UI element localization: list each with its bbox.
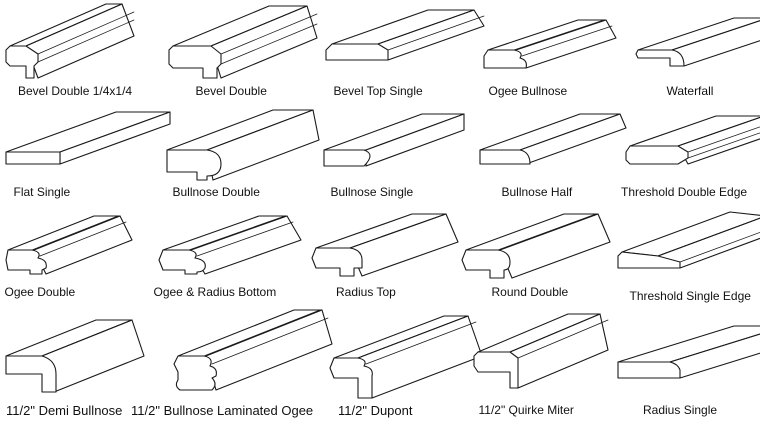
edge-profile-drawing-bevel-double xyxy=(168,5,318,79)
profile-label: 11/2" Quirke Miter xyxy=(478,403,574,417)
edge-profile-drawing-dupont xyxy=(329,315,483,399)
edge-profile-drawing-ogee-bullnose xyxy=(483,19,617,69)
edge-profile-drawing-ogee-radius xyxy=(158,215,302,275)
profile-label: Radius Top xyxy=(336,285,396,299)
edge-profile-drawing-threshold-double xyxy=(625,115,760,165)
profile-label: Bullnose Single xyxy=(330,185,414,199)
profile-label: Round Double xyxy=(491,285,569,299)
edge-profile-drawing-bevel-top xyxy=(325,9,485,61)
profile-label: 11/2" Bullnose Laminated Ogee xyxy=(131,403,314,418)
profile-label: Ogee Bullnose xyxy=(488,84,568,98)
edge-profile-drawing-round-double xyxy=(461,213,611,279)
profile-label: Waterfall xyxy=(666,84,714,98)
edge-profile-drawing-laminated-ogee xyxy=(173,309,333,391)
profile-label: Threshold Single Edge xyxy=(629,289,751,303)
edge-profile-drawing-bullnose-half xyxy=(479,113,627,165)
edge-profile-drawing-bullnose-single xyxy=(323,113,465,167)
edge-profile-drawing-bevel-double-step xyxy=(5,3,135,79)
edge-profile-drawing-radius-top xyxy=(311,213,459,277)
edge-profile-drawing-demi-bullnose xyxy=(5,319,145,393)
edge-profile-drawing-waterfall xyxy=(635,17,760,67)
profile-label: Bullnose Double xyxy=(172,185,260,199)
profile-label: Threshold Double Edge xyxy=(621,185,748,199)
profile-label: Bullnose Half xyxy=(501,185,573,199)
edge-profile-drawing-ogee-double xyxy=(5,215,133,275)
profile-label: 11/2" Dupont xyxy=(338,403,413,418)
edge-profile-drawing-quirke-miter xyxy=(473,313,609,389)
profile-label: Ogee Double xyxy=(4,285,76,299)
edge-profile-drawing-threshold-single xyxy=(617,211,760,269)
profile-label: Flat Single xyxy=(13,185,71,199)
profile-label: Ogee & Radius Bottom xyxy=(153,285,277,299)
profile-label: Radius Single xyxy=(643,403,718,417)
profile-label: 11/2" Demi Bullnose xyxy=(6,403,123,418)
profile-label: Bevel Double 1/4x1/4 xyxy=(18,84,133,98)
profile-label: Bevel Double xyxy=(195,84,267,98)
edge-profile-drawing-flat xyxy=(5,111,171,165)
edge-profile-drawing-radius-single xyxy=(617,325,760,379)
profile-label: Bevel Top Single xyxy=(333,84,423,98)
edge-profile-drawing-bullnose-double xyxy=(166,109,320,181)
